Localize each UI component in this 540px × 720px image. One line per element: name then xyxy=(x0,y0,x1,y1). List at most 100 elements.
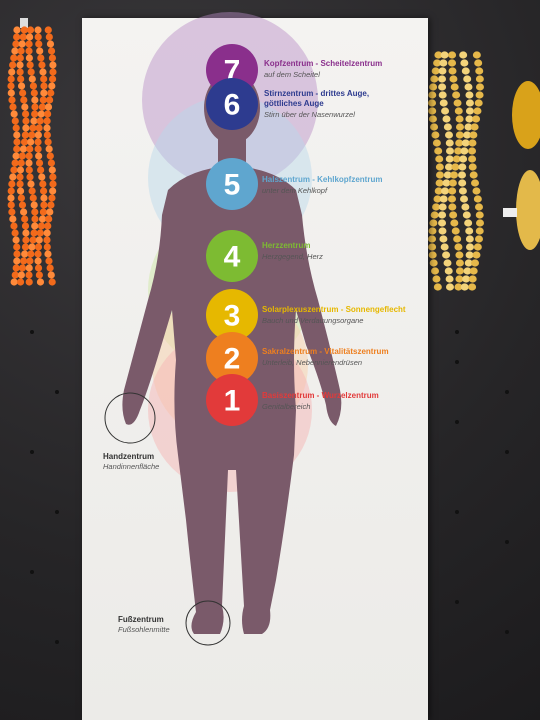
bead xyxy=(472,187,481,195)
bead xyxy=(22,124,30,132)
bead xyxy=(440,51,449,59)
bead xyxy=(439,99,448,107)
bead xyxy=(453,99,462,107)
bead xyxy=(25,264,33,272)
foot-subtitle: Fußsohlenmitte xyxy=(118,625,170,634)
bead xyxy=(472,51,481,59)
bead xyxy=(438,227,447,235)
bead xyxy=(474,99,483,107)
bead xyxy=(21,222,30,230)
bead xyxy=(46,40,55,48)
bead xyxy=(25,40,33,48)
bead xyxy=(48,194,56,202)
bead xyxy=(472,115,481,123)
chakra-number: 4 xyxy=(224,241,241,274)
bead xyxy=(448,51,457,59)
bead xyxy=(34,257,42,265)
bead xyxy=(43,117,51,125)
bead xyxy=(428,251,437,259)
bead xyxy=(10,222,18,230)
bead xyxy=(430,75,439,83)
bead xyxy=(37,54,45,62)
bead xyxy=(464,219,473,227)
bead xyxy=(460,283,469,291)
bead xyxy=(45,33,53,41)
bead xyxy=(31,103,39,111)
bead xyxy=(35,236,43,244)
bead xyxy=(458,187,467,195)
bead xyxy=(475,227,484,235)
peg-hole xyxy=(30,450,34,454)
bead xyxy=(34,33,42,41)
bead xyxy=(8,180,16,188)
chakra-label-1: Basiszentrum - WurzelzentrumGenitalberei… xyxy=(262,391,379,411)
chakra-title: Halszentrum - Kehlkopfzentrum xyxy=(262,175,382,184)
chakra-subtitle: unter dem Kehlkopf xyxy=(262,186,328,195)
bead xyxy=(25,166,33,174)
bead xyxy=(19,33,27,41)
bead xyxy=(461,203,470,211)
peg-hole xyxy=(55,390,59,394)
bead xyxy=(28,75,36,83)
bead xyxy=(12,152,20,160)
bead xyxy=(438,91,447,99)
bead xyxy=(34,243,43,251)
bead xyxy=(450,83,459,91)
chakra-subtitle: Unterleib, Nebennierendrüsen xyxy=(262,358,362,367)
bead xyxy=(463,75,472,83)
bead xyxy=(465,227,474,235)
chakra-number: 6 xyxy=(224,89,241,122)
bead xyxy=(470,123,479,131)
bead xyxy=(471,179,480,187)
peg-hole xyxy=(505,540,509,544)
bead xyxy=(28,243,36,251)
bead xyxy=(435,171,444,179)
bead xyxy=(28,131,36,139)
bead xyxy=(34,145,42,153)
bead xyxy=(12,236,20,244)
bead xyxy=(451,227,460,235)
peg-hole xyxy=(505,390,509,394)
bead xyxy=(465,235,474,243)
bead xyxy=(13,33,21,41)
bead xyxy=(46,152,54,160)
bead xyxy=(18,264,27,272)
bead xyxy=(34,131,42,139)
chakra-title: Solarplexuszentrum - Sonnengeflecht xyxy=(262,305,406,314)
bead xyxy=(435,155,444,163)
bead xyxy=(445,283,454,291)
bead xyxy=(7,187,15,195)
bead xyxy=(26,145,34,153)
chakra-subtitle: auf dem Scheitel xyxy=(264,70,320,79)
bead xyxy=(443,171,452,179)
bead xyxy=(438,75,447,83)
bead xyxy=(12,264,20,272)
bead xyxy=(26,173,34,181)
bead xyxy=(39,180,47,188)
bead xyxy=(38,215,47,223)
bead xyxy=(430,211,439,219)
bead xyxy=(469,131,478,139)
hand-circle xyxy=(104,392,156,444)
bead xyxy=(7,82,15,90)
bead xyxy=(17,271,25,279)
bead xyxy=(11,159,19,167)
bead xyxy=(448,187,457,195)
bead xyxy=(36,278,45,286)
bead xyxy=(13,26,21,34)
bead xyxy=(450,219,459,227)
bead xyxy=(458,171,467,179)
bead xyxy=(433,283,442,291)
bead xyxy=(19,89,27,97)
bead xyxy=(445,147,454,155)
bead xyxy=(12,124,20,132)
bead xyxy=(48,82,56,90)
bead xyxy=(17,75,25,83)
bead xyxy=(27,138,35,146)
bead xyxy=(40,201,48,209)
bead xyxy=(428,227,437,235)
bead xyxy=(8,68,16,76)
bead xyxy=(22,117,30,125)
bead xyxy=(39,68,47,76)
bead xyxy=(439,59,448,67)
